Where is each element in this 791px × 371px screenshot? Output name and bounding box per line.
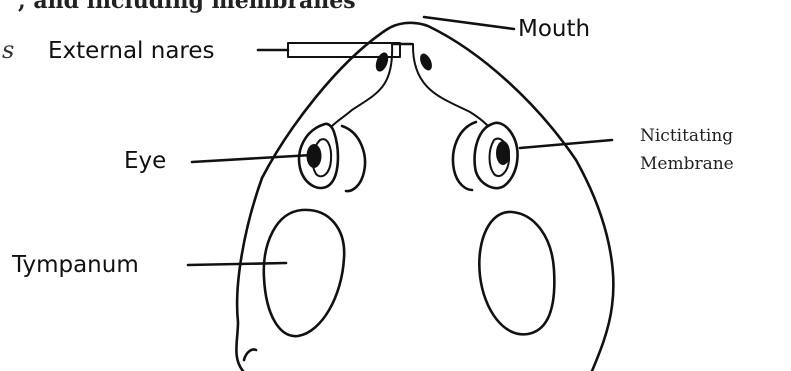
external-nares-leader <box>258 44 412 50</box>
right-nictitating-membrane <box>453 122 476 190</box>
nictitating-membrane-label-line1: Nictitating <box>640 126 733 146</box>
left-nictitating-membrane <box>342 126 365 191</box>
mouth-leader <box>424 17 514 29</box>
tympanum-leader <box>188 263 286 265</box>
tympanum-label: Tympanum <box>11 252 139 278</box>
neck-fold-left <box>244 349 256 360</box>
head-outline <box>236 23 613 371</box>
mouth-label: Mouth <box>518 16 590 42</box>
right-nostril <box>418 52 435 73</box>
right-eye <box>453 122 518 190</box>
left-eye <box>299 124 365 191</box>
right-eye-pupil <box>496 141 510 165</box>
eye-label: Eye <box>124 148 166 174</box>
right-tympanum <box>479 212 554 334</box>
header-text-fragment: , and including membranes <box>18 0 356 14</box>
nictitating-membrane-label-line2: Membrane <box>640 154 734 174</box>
eye-leader <box>192 155 312 162</box>
left-nostril <box>373 51 390 74</box>
margin-text-fragment: s <box>2 36 14 64</box>
left-tympanum <box>264 210 344 336</box>
external-nares-label: External nares <box>48 38 215 64</box>
